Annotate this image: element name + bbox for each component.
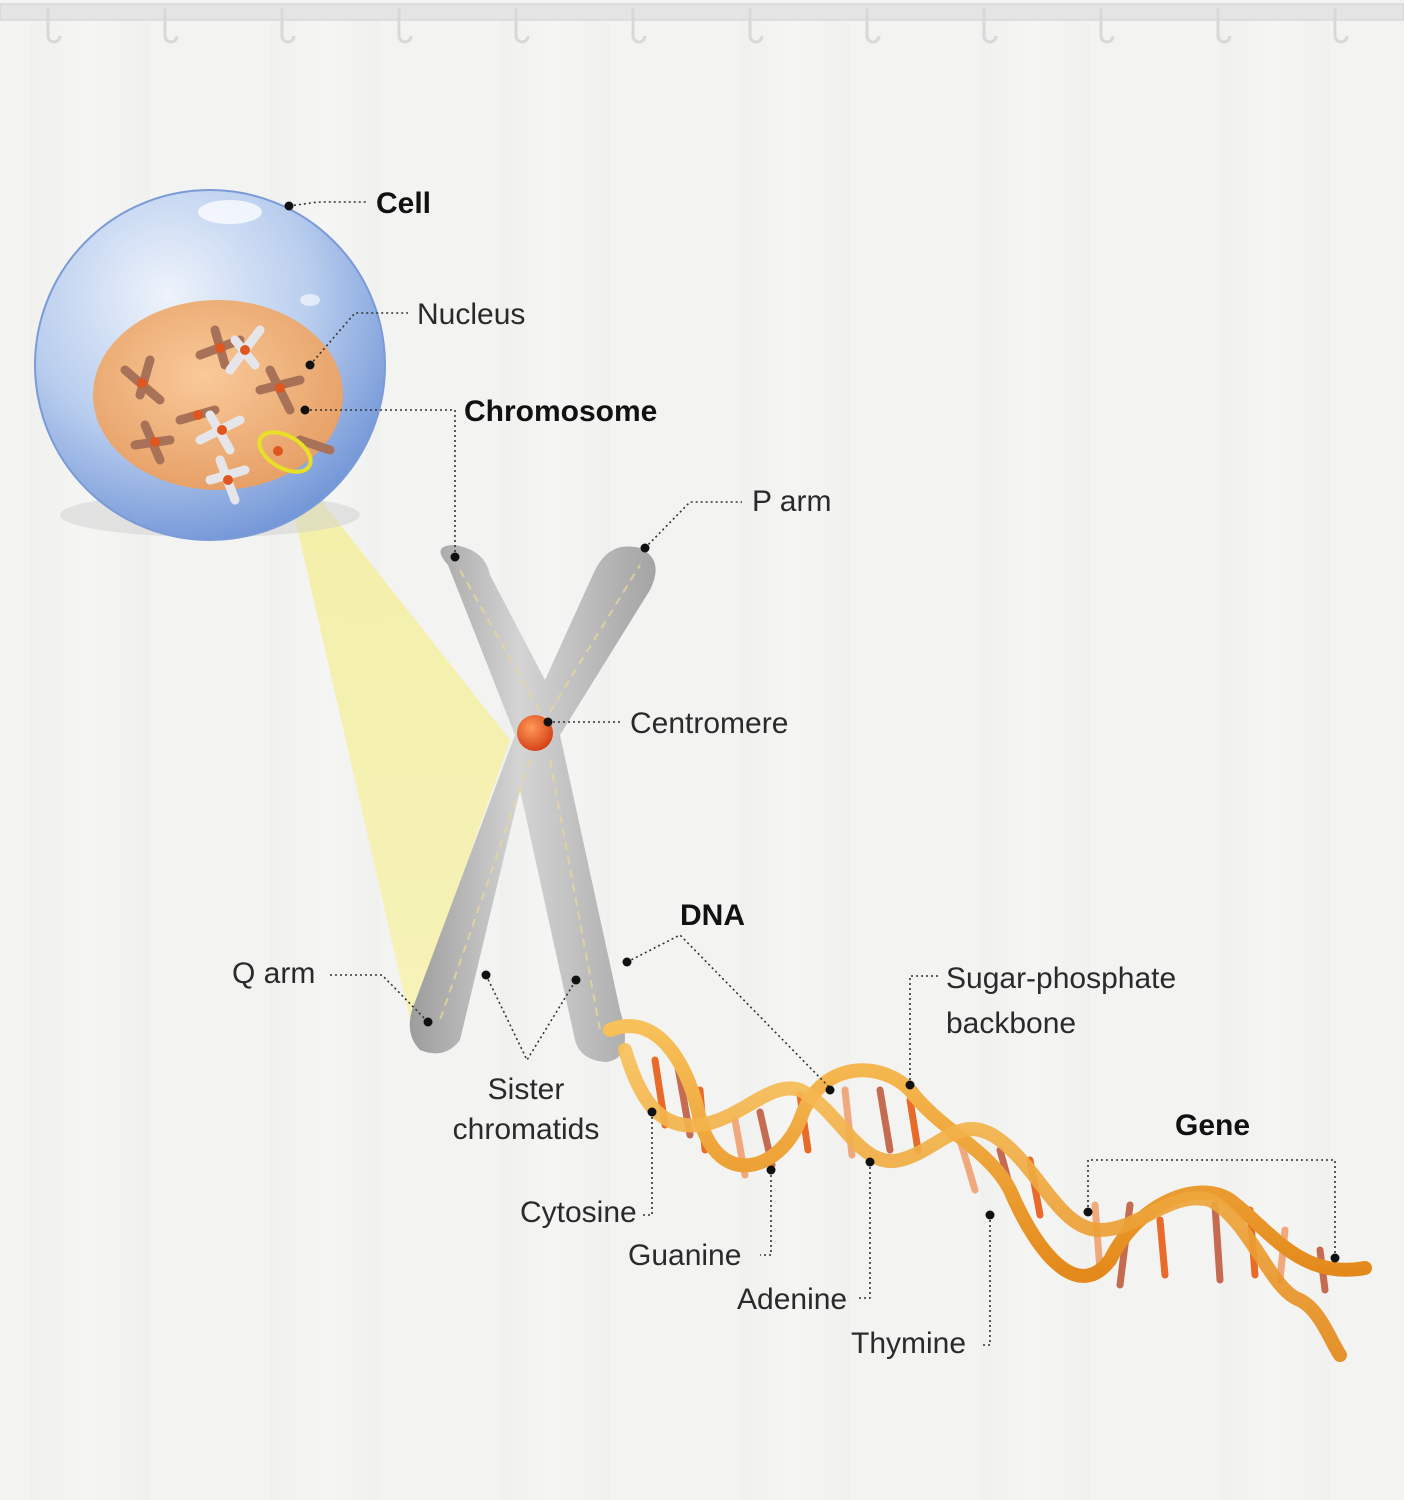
gene-marker-start: [1083, 1207, 1093, 1217]
sugar-phosphate-marker: [905, 1080, 915, 1090]
label-sister-line2: chromatids: [453, 1113, 600, 1146]
cell-marker: [284, 201, 294, 211]
label-thymine: Thymine: [851, 1327, 966, 1360]
marker-dots: [284, 201, 1340, 1263]
label-centromere: Centromere: [630, 707, 788, 740]
label-guanine: Guanine: [628, 1239, 741, 1272]
nucleus-illustration: [93, 300, 343, 505]
label-q-arm: Q arm: [232, 957, 315, 990]
label-p-arm: P arm: [752, 485, 831, 518]
label-dna: DNA: [680, 899, 745, 932]
dna-helix-marker: [825, 1085, 835, 1095]
curtain-rod: [0, 3, 1404, 44]
cytosine-marker: [647, 1107, 657, 1117]
q-arm-marker: [423, 1017, 433, 1027]
dna-marker: [622, 957, 632, 967]
thymine-marker: [985, 1210, 995, 1220]
dna-helix-illustration: [603, 1019, 1372, 1362]
label-chromosome: Chromosome: [464, 395, 657, 428]
highlight-cone: [282, 462, 510, 1020]
p-arm-marker: [640, 543, 650, 553]
sister-chromatid-marker-1: [481, 970, 491, 980]
label-sister-line1: Sister: [488, 1073, 565, 1106]
adenine-marker: [865, 1157, 875, 1167]
label-cytosine: Cytosine: [520, 1196, 637, 1229]
gene-marker-end: [1330, 1253, 1340, 1263]
leader-lines: [288, 201, 1336, 1346]
label-sugar-phosphate-line2: backbone: [946, 1007, 1076, 1040]
guanine-marker: [766, 1165, 776, 1175]
label-gene: Gene: [1175, 1109, 1250, 1142]
chromosome-marker-end: [450, 552, 460, 562]
label-adenine: Adenine: [737, 1283, 847, 1316]
sister-chromatid-marker-2: [571, 975, 581, 985]
label-nucleus: Nucleus: [417, 298, 525, 331]
labels: Cell Nucleus Chromosome P arm Centromere…: [232, 187, 1250, 1360]
centromere-marker: [543, 717, 553, 727]
label-sugar-phosphate-line1: Sugar-phosphate: [946, 962, 1176, 995]
chromosome-marker-start: [300, 405, 310, 415]
label-cell: Cell: [376, 187, 431, 220]
nucleus-marker: [305, 360, 315, 370]
